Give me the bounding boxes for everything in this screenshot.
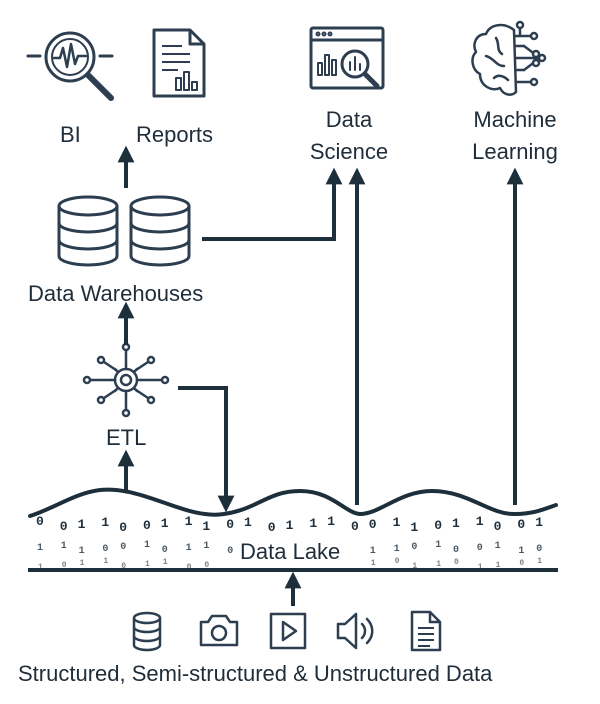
- binary-digit: 1: [101, 515, 109, 530]
- binary-digit: 1: [452, 516, 460, 531]
- binary-digit: 1: [79, 546, 85, 557]
- binary-digit: 1: [286, 518, 294, 533]
- binary-digit: 0: [351, 519, 359, 534]
- binary-digit: 1: [244, 515, 252, 530]
- binary-digit: 0: [454, 558, 459, 567]
- binary-digit: 0: [143, 518, 151, 533]
- arrow-warehouse-to-data-science: [202, 167, 343, 241]
- binary-digit: 0: [517, 517, 525, 532]
- binary-digit: 1: [537, 557, 542, 566]
- database-icon-warehouse-1: [57, 195, 119, 267]
- binary-digit: 1: [78, 517, 86, 532]
- arrow-etl-to-lake: [178, 386, 235, 513]
- binary-digit: 0: [477, 543, 483, 554]
- database-icon-source: [132, 611, 162, 652]
- binary-digit: 1: [80, 559, 85, 568]
- binary-digit: 0: [162, 545, 168, 556]
- binary-digit: 0: [187, 563, 192, 572]
- gear-circuit-icon: [82, 342, 170, 418]
- binary-digit: 0: [119, 520, 127, 535]
- bi-label: BI: [60, 122, 81, 147]
- binary-digit: 1: [478, 563, 483, 572]
- speaker-icon: [336, 612, 374, 650]
- binary-digit: 0: [60, 519, 68, 534]
- binary-digit: 0: [121, 562, 126, 571]
- binary-digit: 1: [186, 543, 192, 554]
- binary-digit: 1: [203, 541, 209, 552]
- binary-digit: 0: [395, 557, 400, 566]
- binary-digit: 1: [476, 514, 484, 529]
- data-lake-label: Data Lake: [236, 539, 345, 565]
- binary-digit: 0: [519, 559, 524, 568]
- binary-digit: 0: [369, 517, 377, 532]
- binary-digit: 0: [268, 520, 276, 535]
- database-icon-warehouse-2: [129, 195, 191, 267]
- binary-digit: 0: [120, 542, 126, 553]
- binary-digit: 1: [309, 516, 317, 531]
- binary-digit: 1: [410, 520, 418, 535]
- data-warehouses-label: Data Warehouses: [28, 281, 204, 306]
- machine-learning-label-line-1: Machine: [473, 107, 557, 132]
- machine-learning-label-line-2: Learning: [472, 139, 558, 164]
- binary-digit: 0: [434, 518, 442, 533]
- reports-label: Reports: [136, 122, 214, 147]
- binary-digit: 1: [38, 563, 43, 572]
- binary-digit: 0: [536, 544, 542, 555]
- camera-icon: [199, 614, 239, 647]
- binary-digit: 1: [496, 561, 501, 570]
- binary-digit: 1: [436, 560, 441, 569]
- binary-digit: 1: [144, 540, 150, 551]
- data-science-label-line-2: Science: [309, 139, 389, 164]
- video-play-icon: [269, 612, 307, 650]
- data-science-label-line-1: Data: [325, 107, 373, 132]
- binary-digit: 1: [61, 541, 67, 552]
- binary-digit: 0: [62, 561, 67, 570]
- binary-digit: 1: [163, 558, 168, 567]
- binary-digit: 1: [161, 516, 169, 531]
- binary-digit: 0: [494, 519, 502, 534]
- binary-digit: 1: [518, 546, 524, 557]
- binary-digit: 0: [411, 542, 417, 553]
- data-science-label: Data Science: [294, 104, 404, 168]
- binary-digit: 1: [371, 559, 376, 568]
- data-lake-wave: [28, 487, 558, 518]
- sources-label: Structured, Semi-structured & Unstructur…: [18, 661, 493, 686]
- document-icon: [410, 610, 442, 652]
- magnifier-chart-icon: [26, 31, 114, 101]
- brain-circuit-icon: [471, 20, 547, 96]
- binary-digit: 1: [393, 515, 401, 530]
- binary-digit: 0: [102, 544, 108, 555]
- binary-digit: 1: [495, 541, 501, 552]
- binary-digit: 1: [145, 560, 150, 569]
- binary-digit: 1: [435, 540, 441, 551]
- binary-digit: 1: [535, 515, 543, 530]
- etl-label: ETL: [106, 425, 147, 450]
- binary-digit: 1: [394, 544, 400, 555]
- browser-analytics-icon: [309, 26, 385, 90]
- binary-digit: 0: [226, 517, 234, 532]
- binary-digit: 1: [103, 557, 108, 566]
- binary-digit: 1: [370, 546, 376, 557]
- binary-digit: 0: [227, 546, 233, 557]
- binary-digit: 0: [36, 514, 44, 529]
- binary-digit: 1: [412, 562, 417, 571]
- binary-digit: 1: [327, 514, 335, 529]
- report-document-icon: [152, 28, 206, 98]
- binary-digit: 1: [185, 514, 193, 529]
- machine-learning-label: Machine Learning: [455, 104, 575, 168]
- binary-digit: 1: [37, 543, 43, 554]
- binary-digit: 0: [453, 545, 459, 556]
- binary-digit: 0: [204, 561, 209, 570]
- binary-digit: 1: [202, 519, 210, 534]
